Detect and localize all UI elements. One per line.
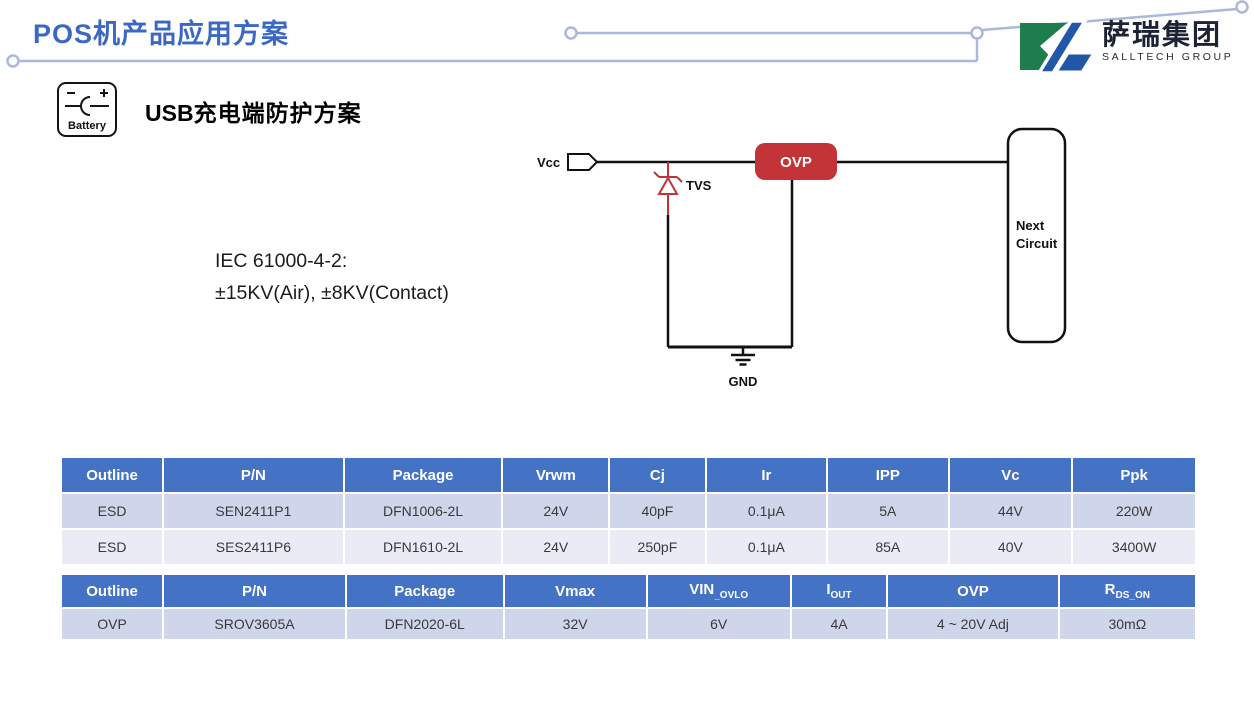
table-header-cell: Package: [344, 573, 505, 609]
battery-label: Battery: [68, 120, 106, 132]
vcc-label: Vcc: [537, 155, 560, 170]
table-cell: 24V: [501, 492, 611, 530]
ovp-label: OVP: [780, 154, 812, 171]
table-cell: DFN1006-2L: [342, 492, 504, 530]
table-cell: 250pF: [608, 528, 707, 566]
table-header-cell: OVP: [886, 573, 1060, 609]
table-cell: SEN2411P1: [162, 492, 345, 530]
table-header-cell: IOUT: [789, 573, 889, 609]
iec-line1: IEC 61000-4-2:: [215, 250, 348, 272]
gnd-icon: [731, 347, 755, 366]
table-cell: 4A: [789, 607, 889, 641]
table-header-cell: IPP: [826, 456, 950, 494]
iec-line2: ±15KV(Air), ±8KV(Contact): [215, 282, 449, 304]
table-header-cell: Outline: [59, 573, 165, 609]
battery-symbol-icon: [65, 89, 109, 116]
table-cell: ESD: [59, 492, 165, 530]
ovp-block: [755, 143, 837, 180]
spec-table-esd: Outline P/N Package Vrwm Cj Ir IPP Vc Pp…: [59, 456, 1197, 566]
table-header-row: Outline P/N Package Vrwm Cj Ir IPP Vc Pp…: [59, 456, 1197, 494]
table-header-cell: Package: [342, 456, 504, 494]
table-cell: 4 ~ 20V Adj: [886, 607, 1060, 641]
table-header-cell: VIN_OVLO: [645, 573, 792, 609]
table-header-cell: RDS_ON: [1057, 573, 1198, 609]
table-cell: DFN2020-6L: [344, 607, 505, 641]
table-header-cell: P/N: [162, 573, 347, 609]
table-cell: ESD: [59, 528, 165, 566]
table-cell: 0.1μA: [704, 492, 829, 530]
table-header-cell: Vc: [947, 456, 1074, 494]
table-header-cell: P/N: [162, 456, 345, 494]
next-circuit-label-line2: Circuit: [1016, 236, 1058, 251]
table-cell: 40V: [947, 528, 1074, 566]
table-header-cell: Outline: [59, 456, 165, 494]
table-cell: 24V: [501, 528, 611, 566]
table-cell: 0.1μA: [704, 528, 829, 566]
table-header-cell: Ppk: [1071, 456, 1197, 494]
section-heading: USB充电端防护方案: [145, 94, 362, 128]
table-cell: SES2411P6: [162, 528, 345, 566]
page-title: POS机产品应用方案: [33, 19, 290, 49]
table-row: ESD SEN2411P1 DFN1006-2L 24V 40pF 0.1μA …: [59, 492, 1197, 530]
table-cell: 85A: [826, 528, 950, 566]
tvs-diode-icon: [653, 162, 683, 215]
table-row: OVP SROV3605A DFN2020-6L 32V 6V 4A 4 ~ 2…: [59, 607, 1198, 641]
table-cell: 5A: [826, 492, 950, 530]
table-header-cell: Vrwm: [501, 456, 611, 494]
table-row: ESD SES2411P6 DFN1610-2L 24V 250pF 0.1μA…: [59, 528, 1197, 566]
table-header-cell: Cj: [608, 456, 707, 494]
logo-mark-icon: [1020, 20, 1096, 74]
table-header-row: Outline P/N Package Vmax VIN_OVLO IOUT O…: [59, 573, 1198, 609]
table-cell: 220W: [1071, 492, 1197, 530]
battery-icon: Battery: [57, 82, 117, 137]
table-cell: 6V: [645, 607, 792, 641]
next-circuit-label-line1: Next: [1016, 218, 1045, 233]
table-cell: 30mΩ: [1057, 607, 1198, 641]
spec-tables: Outline P/N Package Vrwm Cj Ir IPP Vc Pp…: [59, 456, 1198, 641]
logo-text-en: SALLTECH GROUP: [1102, 51, 1234, 63]
table-cell: 40pF: [608, 492, 707, 530]
gnd-label: GND: [729, 374, 758, 389]
spec-table-ovp: Outline P/N Package Vmax VIN_OVLO IOUT O…: [59, 573, 1198, 641]
table-cell: 3400W: [1071, 528, 1197, 566]
table-cell: OVP: [59, 607, 165, 641]
next-circuit-block: [1006, 127, 1067, 344]
table-header-cell: Vmax: [502, 573, 648, 609]
iec-standard-text: IEC 61000-4-2: ±15KV(Air), ±8KV(Contact): [215, 245, 449, 309]
vcc-connector-icon: [567, 153, 599, 171]
table-cell: 44V: [947, 492, 1074, 530]
circuit-diagram: Vcc TVS OVP GND Next Circ: [537, 127, 1067, 389]
table-cell: DFN1610-2L: [342, 528, 504, 566]
table-cell: 32V: [502, 607, 648, 641]
heading-en: USB: [145, 100, 194, 126]
table-header-cell: Ir: [704, 456, 829, 494]
tvs-label: TVS: [686, 178, 712, 193]
heading-cn: 充电端防护方案: [193, 101, 362, 126]
logo-text-cn: 萨瑞集团: [1102, 19, 1223, 50]
company-logo: 萨瑞集团 SALLTECH GROUP: [1018, 20, 1233, 74]
table-cell: SROV3605A: [162, 607, 347, 641]
